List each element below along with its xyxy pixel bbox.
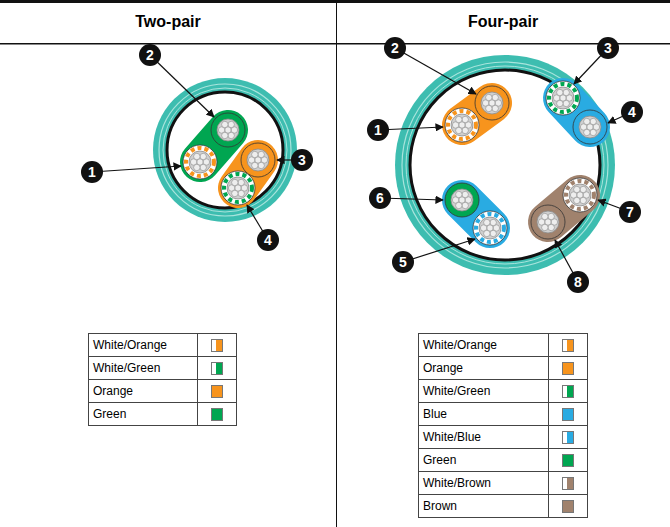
legend-text: White/Green: [419, 380, 549, 402]
legend-row: White/Green: [89, 357, 236, 380]
callout-number: 2: [139, 44, 161, 66]
legend-swatch: [562, 477, 574, 490]
legend-cell: [549, 426, 587, 448]
legend-swatch: [562, 362, 574, 375]
legend-row: Blue: [419, 403, 587, 426]
callout-number: 8: [567, 271, 589, 293]
table-divider: [336, 0, 337, 527]
callout-number: 4: [257, 229, 279, 251]
legend-text: White/Orange: [89, 334, 198, 356]
column-heading: Four-pair: [468, 13, 538, 31]
legend-cell: [549, 495, 587, 517]
callout-number: 3: [597, 37, 619, 59]
legend-table: White/OrangeOrangeWhite/GreenBlueWhite/B…: [418, 333, 588, 518]
legend-text: Brown: [419, 495, 549, 517]
legend-swatch: [211, 408, 223, 421]
legend-row: White/Orange: [419, 334, 587, 357]
legend-cell: [549, 380, 587, 402]
legend-text: Blue: [419, 403, 549, 425]
callout-number: 4: [621, 101, 643, 123]
legend-cell: [549, 334, 587, 356]
legend-swatch: [562, 339, 574, 352]
legend-row: Brown: [419, 495, 587, 517]
legend-swatch: [562, 454, 574, 467]
legend-text: Orange: [89, 380, 198, 402]
leader-line: [378, 48, 632, 282]
legend-text: White/Orange: [419, 334, 549, 356]
legend-row: White/Green: [419, 380, 587, 403]
legend-cell: [198, 403, 236, 425]
legend-swatch: [562, 431, 574, 444]
legend-text: White/Brown: [419, 472, 549, 494]
callout-number: 1: [81, 161, 103, 183]
legend-cell: [198, 380, 236, 402]
callout-number: 1: [367, 119, 389, 141]
legend-swatch: [211, 385, 223, 398]
legend-swatch: [211, 362, 223, 375]
legend-text: White/Green: [89, 357, 198, 379]
legend-row: White/Blue: [419, 426, 587, 449]
legend-cell: [549, 403, 587, 425]
legend-text: Green: [419, 449, 549, 471]
legend-row: Green: [419, 449, 587, 472]
legend-swatch: [562, 408, 574, 421]
callout-number: 3: [291, 149, 313, 171]
four-pair-cable: [395, 55, 615, 275]
legend-text: White/Blue: [419, 426, 549, 448]
legend-table: White/OrangeWhite/GreenOrangeGreen: [88, 333, 237, 426]
callout-number: 2: [384, 37, 406, 59]
legend-row: White/Brown: [419, 472, 587, 495]
table-rule: [0, 43, 670, 45]
legend-row: Orange: [89, 380, 236, 403]
legend-swatch: [211, 339, 223, 352]
callout-number: 7: [619, 201, 641, 223]
legend-swatch: [562, 500, 574, 513]
legend-cell: [549, 357, 587, 379]
legend-row: White/Orange: [89, 334, 236, 357]
column-heading: Two-pair: [135, 13, 200, 31]
callout-number: 5: [392, 251, 414, 273]
legend-cell: [549, 472, 587, 494]
legend-cell: [549, 449, 587, 471]
table-rule: [0, 0, 670, 3]
legend-cell: [198, 334, 236, 356]
legend-cell: [198, 357, 236, 379]
legend-swatch: [562, 385, 574, 398]
legend-text: Orange: [419, 357, 549, 379]
legend-text: Green: [89, 403, 198, 425]
legend-row: Orange: [419, 357, 587, 380]
leader-line: [92, 55, 302, 240]
legend-row: Green: [89, 403, 236, 425]
two-pair-cable: [153, 78, 297, 222]
callout-number: 6: [369, 187, 391, 209]
